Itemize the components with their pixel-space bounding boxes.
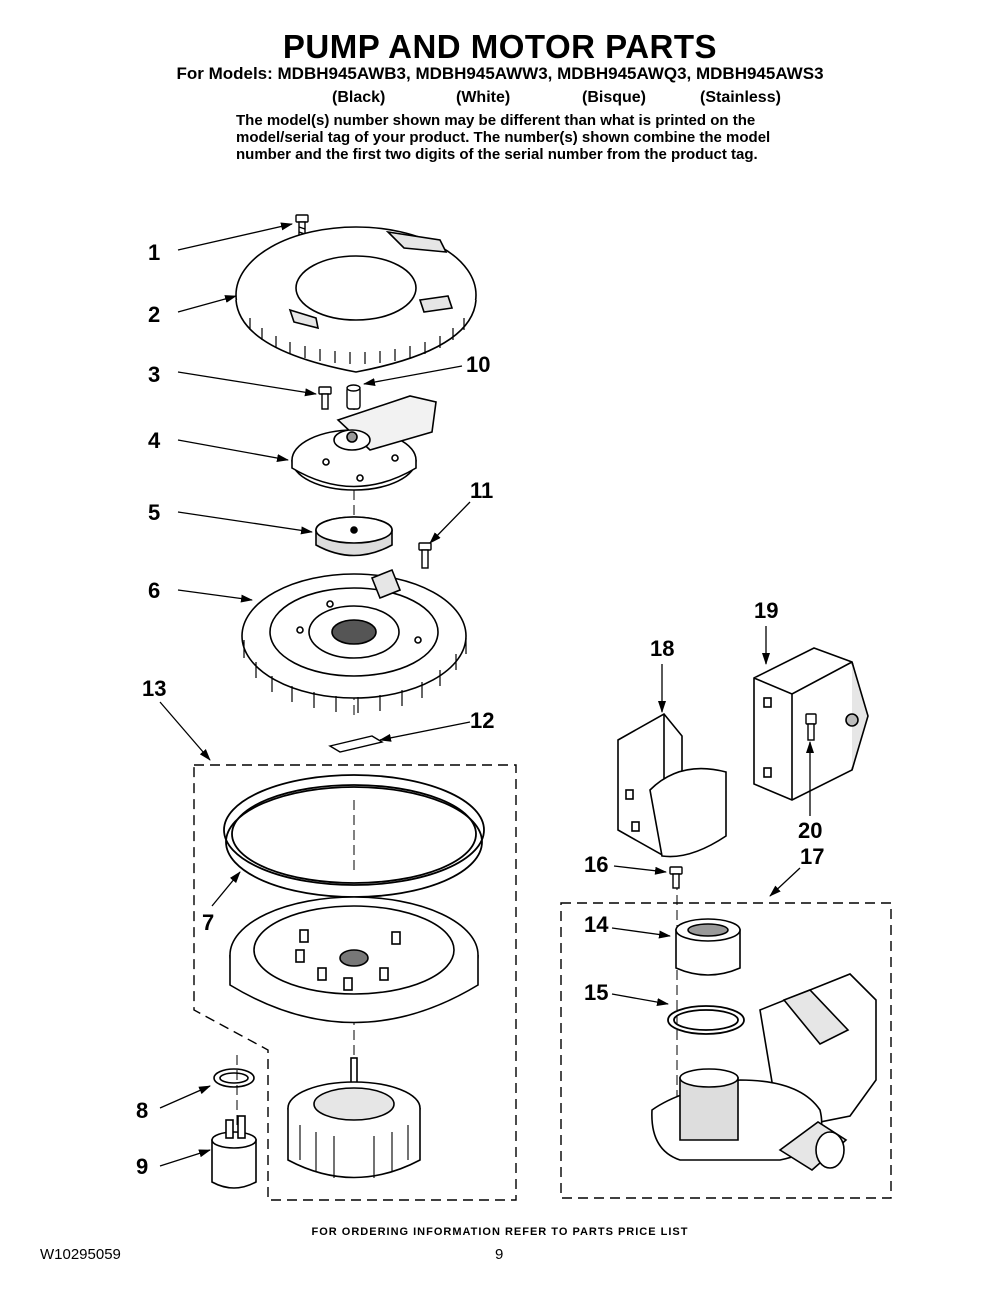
part-screw-top xyxy=(295,214,309,241)
part-motor xyxy=(287,1057,421,1179)
page-number: 9 xyxy=(495,1246,504,1263)
page-title: PUMP AND MOTOR PARTS xyxy=(282,28,718,65)
part-screw-3 xyxy=(318,386,332,410)
assembly-box-17 xyxy=(560,902,892,1199)
part-filter-housing xyxy=(235,226,477,373)
part-o-ring-small xyxy=(213,1068,255,1088)
callout-17: 17 xyxy=(800,844,824,869)
variant-stainless: (Stainless) xyxy=(700,89,781,106)
part-impeller xyxy=(315,516,393,557)
callout-9: 9 xyxy=(136,1154,148,1179)
part-o-ring-large xyxy=(667,1005,745,1035)
callout-8: 8 xyxy=(136,1098,148,1123)
callout-7: 7 xyxy=(202,910,214,935)
part-screw-11 xyxy=(418,542,432,569)
note-line: number and the first two digits of the s… xyxy=(236,146,758,163)
callout-1: 1 xyxy=(148,240,160,265)
part-pump-base xyxy=(229,896,479,1024)
callout-labels: 1 2 3 4 5 6 7 8 9 10 11 12 13 14 15 16 1… xyxy=(136,240,824,1179)
variant-white: (White) xyxy=(456,89,511,106)
note-line: The model(s) number shown may be differe… xyxy=(236,112,756,129)
part-screw-20 xyxy=(805,713,817,741)
callout-13: 13 xyxy=(142,676,166,701)
part-bracket xyxy=(617,712,727,858)
callout-3: 3 xyxy=(148,362,160,387)
variant-bisque: (Bisque) xyxy=(582,89,646,106)
callout-2: 2 xyxy=(148,302,160,327)
callout-15: 15 xyxy=(584,980,608,1005)
callout-6: 6 xyxy=(148,578,160,603)
part-drain-pump xyxy=(651,973,877,1171)
note-line: model/serial tag of your product. The nu… xyxy=(236,129,771,146)
callout-19: 19 xyxy=(754,598,778,623)
callout-4: 4 xyxy=(148,428,161,453)
callout-20: 20 xyxy=(798,818,822,843)
models-line: For Models: MDBH945AWB3, MDBH945AWW3, MD… xyxy=(176,64,824,83)
callout-arrows xyxy=(159,222,814,1167)
callout-18: 18 xyxy=(650,636,674,661)
part-sleeve xyxy=(346,384,361,410)
part-pump-housing xyxy=(241,568,467,713)
callout-12: 12 xyxy=(470,708,494,733)
part-gasket-strip xyxy=(328,735,384,753)
ordering-note: FOR ORDERING INFORMATION REFER TO PARTS … xyxy=(311,1226,689,1238)
part-screw-16 xyxy=(669,866,683,889)
callout-16: 16 xyxy=(584,852,608,877)
document-number: W10295059 xyxy=(40,1246,121,1263)
assembly-box-13 xyxy=(193,764,517,1201)
callout-11: 11 xyxy=(470,478,493,503)
part-manifold xyxy=(291,395,437,491)
callout-10: 10 xyxy=(466,352,490,377)
variant-black: (Black) xyxy=(332,89,386,106)
part-adapter xyxy=(675,918,741,976)
part-sensor xyxy=(211,1115,257,1189)
callout-5: 5 xyxy=(148,500,160,525)
model-note: The model(s) number shown may be differe… xyxy=(236,112,796,163)
callout-14: 14 xyxy=(584,912,609,937)
